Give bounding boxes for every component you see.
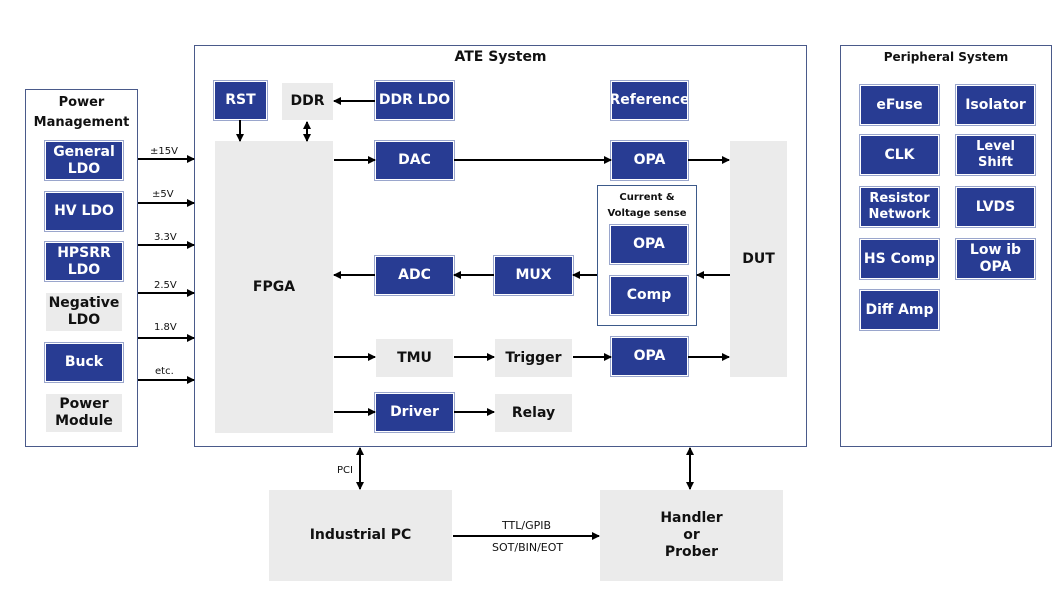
sot-bin-eot-label: SOT/BIN/EOT — [492, 541, 564, 554]
rail-label-etc: etc. — [155, 366, 174, 377]
adc-block: ADC — [374, 255, 455, 296]
rail-label-1v8: 1.8V — [154, 322, 177, 333]
rail-label-2v5: 2.5V — [154, 280, 177, 291]
tmu-block: TMU — [376, 339, 453, 377]
reference-block: Reference — [609, 80, 690, 121]
diff-amp-block: Diff Amp — [859, 289, 940, 331]
power-management-title: Power Management — [33, 95, 130, 130]
trigger-block: Trigger — [495, 339, 572, 377]
dut-block: DUT — [730, 141, 787, 377]
mux-block: MUX — [493, 255, 574, 296]
buck-block: Buck — [44, 342, 124, 383]
efuse-block: eFuse — [859, 84, 940, 126]
driver-block: Driver — [374, 392, 455, 433]
dac-block: DAC — [374, 140, 455, 181]
ttl-gpib-label: TTL/GPIB — [502, 519, 552, 532]
negative-ldo-block: Negative LDO — [46, 293, 122, 331]
general-ldo-block: General LDO — [44, 140, 124, 181]
isolator-block: Isolator — [955, 84, 1036, 126]
rst-block: RST — [213, 80, 268, 121]
lvds-block: LVDS — [955, 186, 1036, 228]
low-ib-opa-block: Low ib OPA — [955, 238, 1036, 280]
ddr-block: DDR — [282, 83, 333, 120]
ddr-ldo-block: DDR LDO — [374, 80, 455, 121]
current-voltage-sense-title: Current & Voltage sense — [607, 192, 687, 219]
ate-system-title: ATE System — [454, 49, 547, 65]
sense-comp-block: Comp — [609, 275, 689, 316]
rail-label-5v: ±5V — [152, 189, 174, 200]
power-module-block: Power Module — [46, 394, 122, 432]
industrial-pc-block: Industrial PC — [269, 490, 452, 581]
resistor-network-block: Resistor Network — [859, 186, 940, 228]
handler-prober-block: Handler or Prober — [600, 490, 783, 581]
rail-label-15v: ±15V — [150, 146, 178, 157]
relay-block: Relay — [495, 394, 572, 432]
clk-block: CLK — [859, 134, 940, 176]
rail-label-3v3: 3.3V — [154, 232, 177, 243]
hpsrr-ldo-block: HPSRR LDO — [44, 241, 124, 282]
opa-output-block: OPA — [610, 140, 689, 181]
opa-trigger-block: OPA — [610, 336, 689, 377]
peripheral-system-title: Peripheral System — [883, 50, 1009, 64]
hs-comp-block: HS Comp — [859, 238, 940, 280]
fpga-block: FPGA — [215, 141, 333, 433]
sense-opa-block: OPA — [609, 224, 689, 265]
level-shift-block: Level Shift — [955, 134, 1036, 176]
pci-label: PCI — [337, 465, 353, 476]
hv-ldo-block: HV LDO — [44, 191, 124, 232]
